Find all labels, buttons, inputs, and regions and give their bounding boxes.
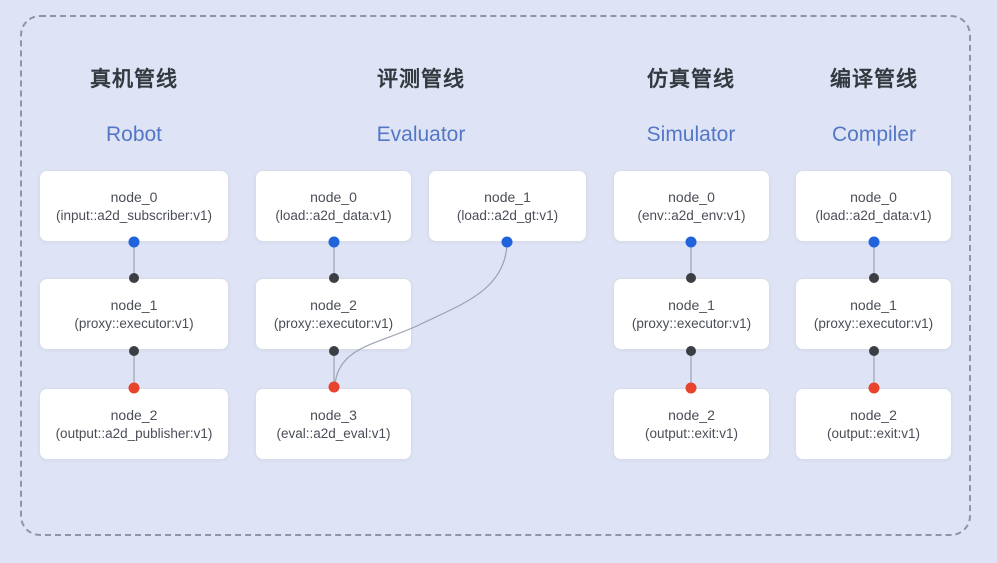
node-type: (proxy::executor:v1) [273, 315, 394, 331]
node-evaluator-3: node_3 (eval::a2d_eval:v1) [255, 388, 412, 460]
node-name: node_0 [850, 188, 897, 205]
node-name: node_1 [850, 296, 897, 313]
node-type: (proxy::executor:v1) [74, 315, 194, 331]
node-name: node_0 [110, 188, 158, 205]
node-type: (proxy::executor:v1) [631, 315, 752, 331]
pipeline-title-zh-evaluator: 评测管线 [377, 68, 465, 91]
pipeline-title-en-robot: Robot [105, 123, 163, 146]
node-compiler-1: node_1 (proxy::executor:v1) [795, 278, 952, 350]
node-evaluator-1: node_1 (load::a2d_gt:v1) [428, 170, 587, 242]
node-name: node_3 [310, 406, 357, 423]
node-type: (proxy::executor:v1) [813, 315, 934, 331]
pipeline-title-zh-simulator: 仿真管线 [647, 68, 735, 91]
node-name: node_0 [668, 188, 715, 205]
pipeline-title-en-compiler: Compiler [831, 123, 917, 146]
node-type: (input::a2d_subscriber:v1) [55, 207, 213, 223]
node-name: node_2 [850, 406, 897, 423]
node-evaluator-0: node_0 (load::a2d_data:v1) [255, 170, 412, 242]
pipeline-title-zh-robot: 真机管线 [90, 68, 178, 91]
node-simulator-1: node_1 (proxy::executor:v1) [613, 278, 770, 350]
node-simulator-0: node_0 (env::a2d_env:v1) [613, 170, 770, 242]
node-robot-1: node_1 (proxy::executor:v1) [39, 278, 229, 350]
node-name: node_0 [310, 188, 357, 205]
node-type: (eval::a2d_eval:v1) [276, 425, 391, 441]
node-type: (env::a2d_env:v1) [637, 207, 746, 223]
dashed-frame [20, 15, 971, 536]
node-type: (output::a2d_publisher:v1) [55, 425, 213, 441]
node-name: node_1 [484, 188, 531, 205]
node-name: node_2 [110, 406, 158, 423]
node-evaluator-2: node_2 (proxy::executor:v1) [255, 278, 412, 350]
node-type: (load::a2d_data:v1) [815, 207, 932, 223]
node-type: (output::exit:v1) [826, 425, 921, 441]
node-type: (output::exit:v1) [644, 425, 739, 441]
node-name: node_2 [668, 406, 715, 423]
node-type: (load::a2d_gt:v1) [456, 207, 559, 223]
node-compiler-2: node_2 (output::exit:v1) [795, 388, 952, 460]
node-robot-0: node_0 (input::a2d_subscriber:v1) [39, 170, 229, 242]
node-name: node_2 [310, 296, 357, 313]
node-type: (load::a2d_data:v1) [275, 207, 392, 223]
node-name: node_1 [668, 296, 715, 313]
node-name: node_1 [110, 296, 158, 313]
node-compiler-0: node_0 (load::a2d_data:v1) [795, 170, 952, 242]
pipeline-title-zh-compiler: 编译管线 [830, 68, 918, 91]
pipeline-title-en-evaluator: Evaluator [376, 123, 466, 146]
node-robot-2: node_2 (output::a2d_publisher:v1) [39, 388, 229, 460]
pipeline-title-en-simulator: Simulator [646, 123, 736, 146]
node-simulator-2: node_2 (output::exit:v1) [613, 388, 770, 460]
